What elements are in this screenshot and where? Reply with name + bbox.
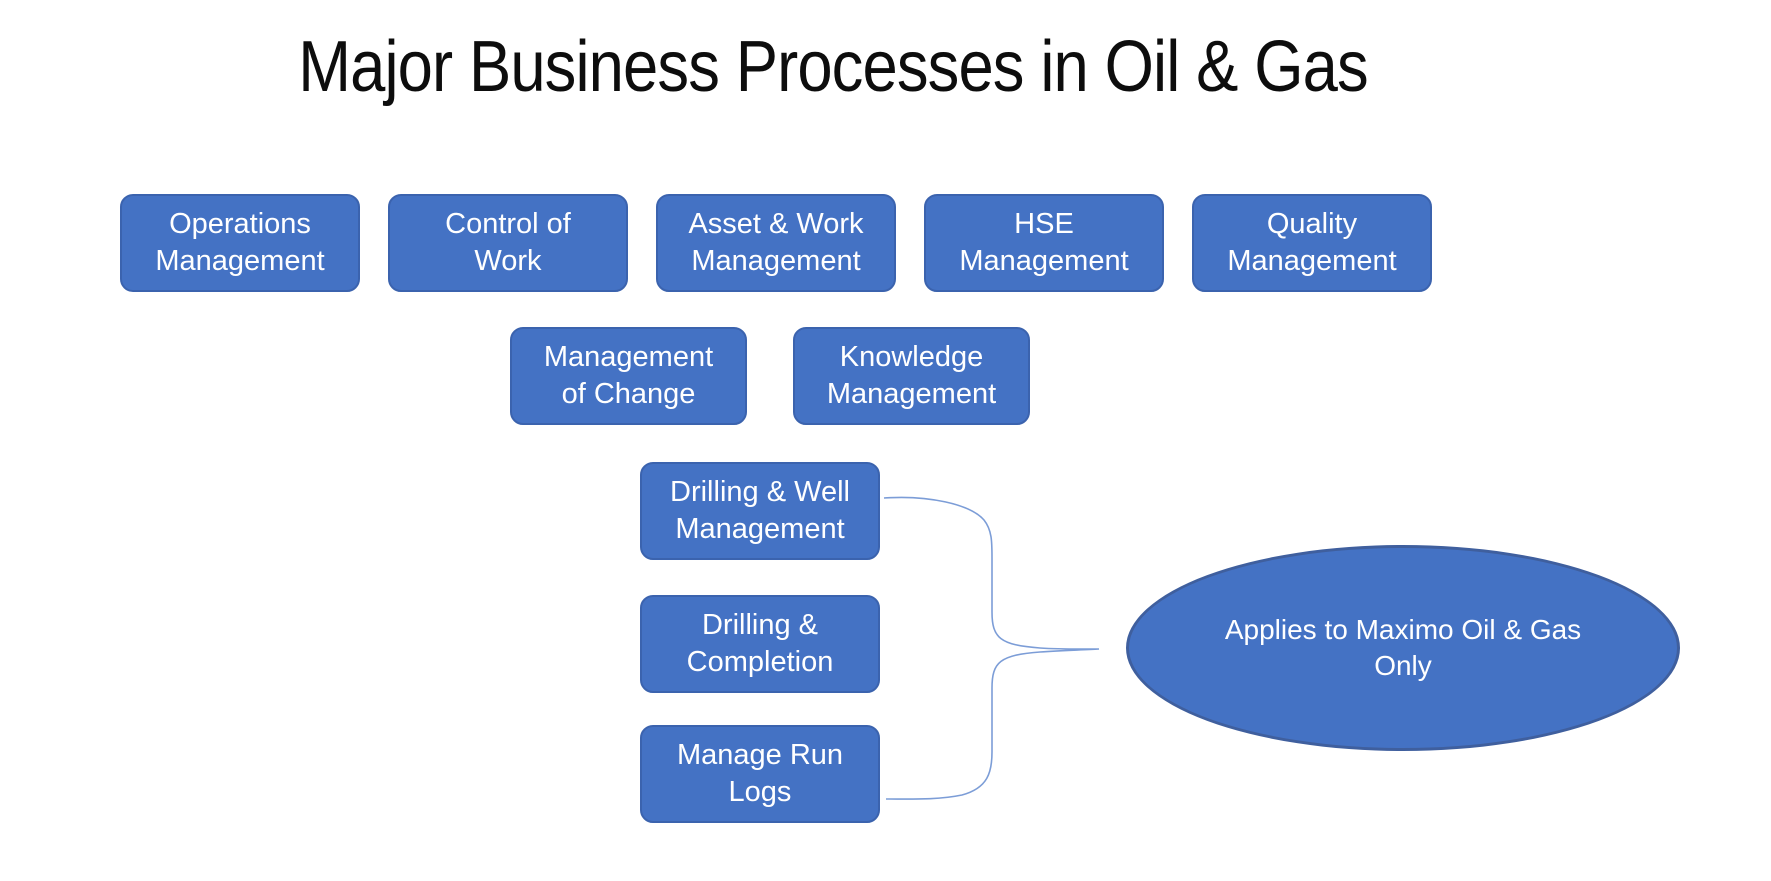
process-box-label: HSE Management [959, 207, 1129, 277]
process-box-hse-management: HSE Management [924, 194, 1164, 292]
process-box-label: Drilling & Well Management [670, 475, 850, 545]
callout-label: Applies to Maximo Oil & Gas Only [1224, 613, 1582, 681]
process-box-label: Knowledge Management [826, 340, 997, 410]
process-box-management-of-change: Management of Change [510, 327, 747, 425]
process-box-asset-work-management: Asset & Work Management [656, 194, 896, 292]
process-box-label: Control of Work [445, 207, 571, 277]
process-box-label: Asset & Work Management [688, 207, 864, 277]
callout-ellipse: Applies to Maximo Oil & Gas Only [1126, 545, 1680, 751]
process-box-label: Drilling & Completion [686, 608, 834, 678]
process-box-label: Management of Change [543, 340, 714, 410]
process-box-drilling-completion: Drilling & Completion [640, 595, 880, 693]
process-box-operations-management: Operations Management [120, 194, 360, 292]
process-box-knowledge-management: Knowledge Management [793, 327, 1030, 425]
slide-title: Major Business Processes in Oil & Gas [298, 27, 1368, 107]
process-box-manage-run-logs: Manage Run Logs [640, 725, 880, 823]
process-box-control-of-work: Control of Work [388, 194, 628, 292]
process-box-drilling-well-management: Drilling & Well Management [640, 462, 880, 560]
process-box-label: Operations Management [155, 207, 325, 277]
process-box-label: Quality Management [1227, 207, 1397, 277]
process-box-label: Manage Run Logs [676, 738, 844, 808]
process-box-quality-management: Quality Management [1192, 194, 1432, 292]
